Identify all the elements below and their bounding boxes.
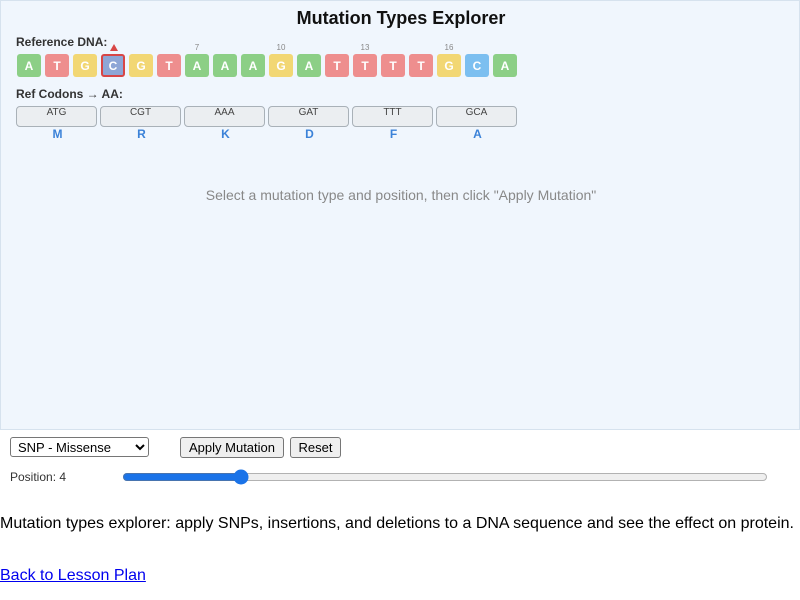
dna-base[interactable]: T [353,54,377,77]
amino-acid-label: A [473,127,482,141]
dna-base[interactable]: G [129,54,153,77]
reference-dna-label: Reference DNA: [16,35,108,49]
dna-base[interactable]: C [101,54,125,77]
dna-base[interactable]: A [297,54,321,77]
dna-base[interactable]: A [17,54,41,77]
codon-box: CGT [100,106,181,127]
codon-box: TTT [352,106,433,127]
position-number: 10 [276,43,286,52]
back-to-lesson-plan-link[interactable]: Back to Lesson Plan [0,567,146,584]
amino-acid-label: F [389,127,398,141]
amino-acid-label: K [221,127,230,141]
mutation-type-select[interactable]: SNP - Missense [10,437,149,457]
codon-box: ATG [16,106,97,127]
codon-box: AAA [184,106,265,127]
position-number: 7 [194,43,200,52]
dna-base[interactable]: A [493,54,517,77]
dna-base[interactable]: T [381,54,405,77]
amino-acid-label: R [137,127,146,141]
position-number: 16 [444,43,454,52]
position-slider[interactable] [122,469,768,485]
selected-position-marker [110,44,118,51]
dna-base[interactable]: A [213,54,237,77]
dna-base[interactable]: A [185,54,209,77]
dna-base[interactable]: G [73,54,97,77]
dna-base[interactable]: G [437,54,461,77]
position-label: Position: 4 [10,470,67,484]
position-number: 13 [360,43,370,52]
page-title: Mutation Types Explorer [296,8,506,28]
dna-base[interactable]: G [269,54,293,77]
codons-label: Ref Codons → AA: [16,87,123,101]
dna-base[interactable]: C [465,54,489,77]
dna-base[interactable]: T [325,54,349,77]
dna-base[interactable]: T [409,54,433,77]
dna-base[interactable]: A [241,54,265,77]
amino-acid-label: D [305,127,314,141]
dna-base[interactable]: T [45,54,69,77]
visualization-panel: Mutation Types Explorer Reference DNA: 7… [0,0,800,430]
instruction-hint: Select a mutation type and position, the… [205,187,597,203]
codon-box: GAT [268,106,349,127]
codon-box: GCA [436,106,517,127]
reset-button[interactable]: Reset [290,437,341,458]
dna-base[interactable]: T [157,54,181,77]
apply-mutation-button[interactable]: Apply Mutation [180,437,284,458]
description-text: Mutation types explorer: apply SNPs, ins… [0,515,794,532]
amino-acid-label: M [52,127,63,141]
